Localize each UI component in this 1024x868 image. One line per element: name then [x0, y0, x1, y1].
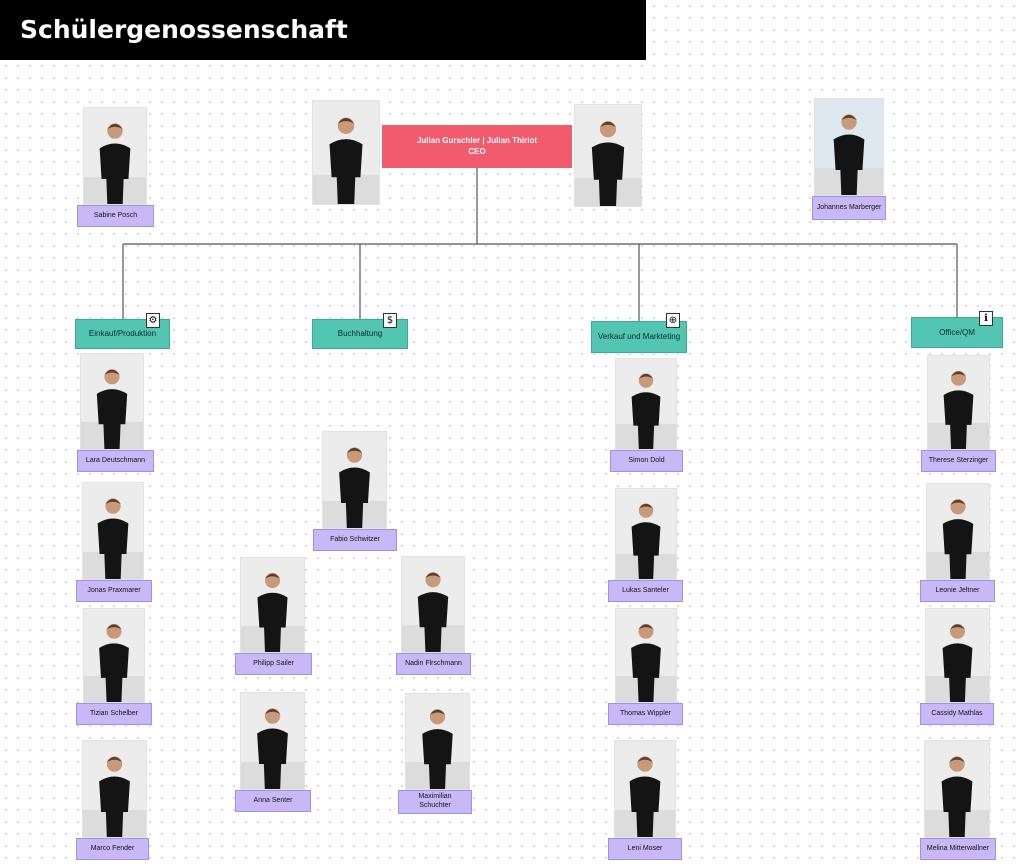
name-label-leonie-jeltner: Leonie Jeltner — [920, 580, 995, 602]
photo-therese-sterzinger — [927, 355, 990, 450]
name-label-therese-sterzinger: Therese Sterzinger — [921, 450, 996, 472]
photo-ceo-left — [312, 100, 380, 205]
department-einkauf-produktion[interactable]: Einkauf/Produktion — [75, 319, 170, 349]
name-label-maximilian-schuchter: Maximilian Schuchter — [398, 790, 472, 814]
photo-philipp-sailer — [240, 557, 305, 653]
person-silhouette — [96, 369, 128, 449]
name-label-thomas-wippler: Thomas Wippler — [608, 703, 683, 725]
person-silhouette — [942, 623, 973, 702]
info-icon: ℹ — [979, 311, 993, 326]
person-silhouette — [339, 447, 370, 528]
person-silhouette — [631, 373, 661, 449]
person-silhouette — [99, 123, 131, 204]
name-label-philipp-sailer: Philipp Sailer — [235, 653, 312, 675]
name-label-johannes-marberger: Johannes Marberger — [812, 196, 886, 220]
name-label-marco-fender: Marco Fender — [76, 838, 149, 860]
name-label-nadin-flrschmann: Nadin Flrschmann — [396, 653, 471, 675]
name-label-anna-senter: Anna Senter — [235, 790, 311, 812]
ceo-box[interactable]: Julian Gurschler | Julian Thiriot CEO — [382, 125, 572, 168]
name-label-simon-dold: Simon Dold — [610, 450, 683, 472]
name-label-fabio-schwitzer: Fabio Schwitzer — [313, 529, 397, 551]
name-label-melina-mitterwallner: Melina Mitterwallner — [920, 838, 996, 860]
photo-simon-dold — [615, 358, 677, 450]
person-silhouette — [417, 572, 449, 652]
photo-sabine-posch — [83, 107, 147, 205]
person-silhouette — [631, 503, 661, 579]
ceo-role: CEO — [468, 146, 486, 156]
person-silhouette — [629, 756, 661, 837]
photo-maximilian-schuchter — [405, 693, 470, 790]
name-label-jonas-praxmarer: Jonas Praxmarer — [76, 580, 152, 602]
name-label-leni-moser: Leni Moser — [608, 838, 682, 860]
gear-icon: ⚙ — [146, 313, 160, 328]
globe-icon: ⊕ — [666, 313, 680, 328]
photo-marco-fender — [82, 740, 147, 838]
person-silhouette — [97, 498, 129, 579]
photo-fabio-schwitzer — [322, 431, 387, 529]
photo-thomas-wippler — [615, 608, 677, 703]
person-silhouette — [631, 623, 661, 702]
photo-melina-mitterwallner — [924, 740, 990, 838]
photo-johannes-marberger — [814, 98, 884, 196]
ceo-name: Julian Gurschler | Julian Thiriot — [416, 135, 538, 145]
name-label-tizian-schelber: Tizian Schelber — [76, 703, 152, 725]
photo-nadin-flrschmann — [401, 556, 465, 653]
photo-leni-moser — [614, 740, 676, 838]
person-silhouette — [257, 573, 288, 652]
photo-leonie-jeltner — [926, 483, 990, 580]
page-title: Schülergenossenschaft — [0, 0, 646, 60]
name-label-sabine-posch: Sabine Posch — [77, 205, 154, 227]
photo-lukas-santeler — [615, 488, 677, 580]
photo-jonas-praxmarer — [82, 482, 144, 580]
person-silhouette — [943, 370, 974, 449]
dollar-icon: $ — [383, 313, 397, 328]
photo-cassidy-mathlas — [925, 608, 990, 703]
photo-anna-senter — [240, 692, 305, 790]
name-label-lara-deutschmann: Lara Deutschmann — [77, 450, 154, 472]
person-silhouette — [329, 117, 363, 204]
name-label-cassidy-mathlas: Cassidy Mathlas — [920, 703, 994, 725]
person-silhouette — [833, 114, 865, 195]
person-silhouette — [942, 499, 974, 579]
person-silhouette — [941, 756, 973, 837]
photo-ceo-right — [574, 104, 642, 207]
name-label-lukas-santeler: Lukas Santeler — [608, 580, 683, 602]
photo-tizian-schelber — [83, 608, 145, 703]
photo-lara-deutschmann — [80, 353, 144, 450]
person-silhouette — [257, 708, 288, 789]
person-silhouette — [422, 709, 453, 789]
person-silhouette — [591, 121, 625, 206]
person-silhouette — [99, 756, 130, 837]
person-silhouette — [99, 623, 129, 702]
